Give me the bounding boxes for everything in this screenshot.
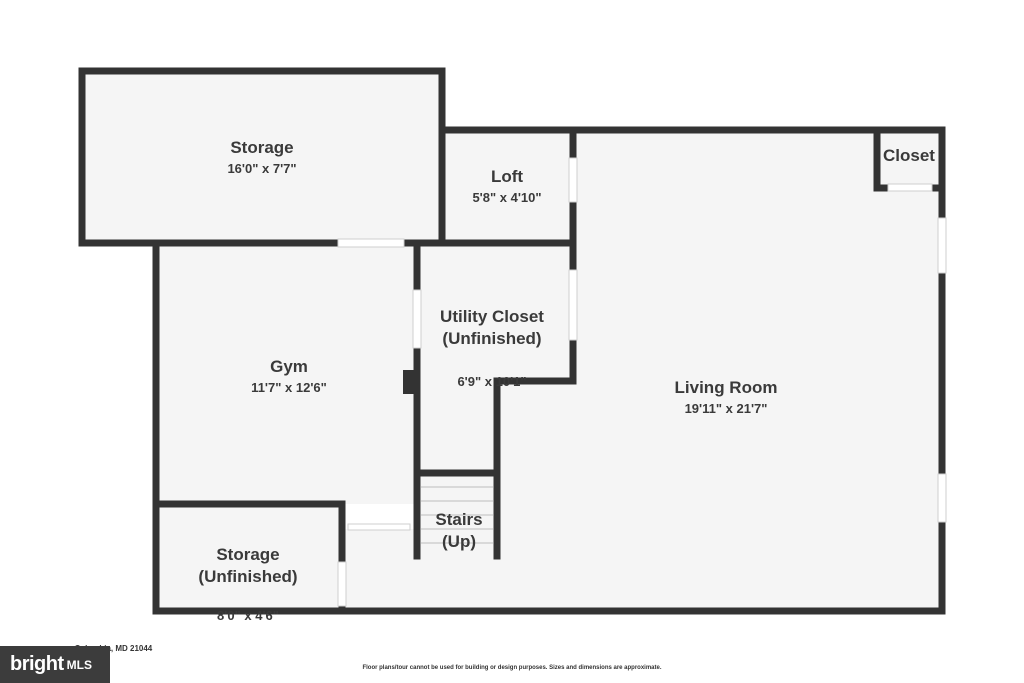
- room-name: Loft: [490, 167, 524, 186]
- storage-top-floor: [83, 72, 441, 242]
- room-storage-bottom: Storage (Unfinished) 8'0" x 4'6": [198, 526, 297, 643]
- wall-fixture: [403, 370, 415, 394]
- utility-living-opening: [568, 269, 578, 341]
- storage-top-wall: [78, 67, 446, 247]
- openings: [337, 157, 947, 607]
- logo-wordmark: bright: [10, 653, 64, 675]
- gym-hall-opening: [347, 523, 411, 531]
- room-dimensions: 16'0" x 7'7": [227, 161, 297, 176]
- room-closet: Closet: [883, 145, 935, 167]
- room-utility-closet: Utility Closet (Unfinished) 6'9" x 10'1": [440, 284, 544, 413]
- room-dimensions: 8'0" x 4'6": [217, 608, 279, 623]
- room-dimensions: 19'11" x 21'7": [684, 401, 768, 416]
- storage-bottom-floor: [156, 504, 342, 610]
- living-room-floor: [340, 130, 941, 610]
- closet-opening: [887, 183, 933, 192]
- room-loft: Loft 5'8" x 4'10": [472, 166, 541, 207]
- room-name: Closet: [883, 146, 935, 165]
- stair-treads: [421, 486, 493, 544]
- room-storage-top: Storage 16'0" x 7'7": [227, 137, 296, 178]
- room-name: Stairs (Up): [435, 510, 483, 551]
- room-name: Storage (Unfinished): [198, 545, 298, 586]
- room-name: Gym: [270, 357, 308, 376]
- bright-mls-logo: bright MLS: [0, 646, 110, 683]
- loft-living-opening: [568, 157, 578, 203]
- east-window-lower: [937, 473, 947, 523]
- disclaimer-text: Floor plans/tour cannot be used for buil…: [362, 665, 662, 671]
- gym-utility-opening: [412, 289, 422, 349]
- room-name: Storage: [230, 138, 294, 157]
- loft-floor: [441, 130, 573, 242]
- room-name: Utility Closet (Unfinished): [440, 307, 544, 348]
- floor-areas: [83, 72, 941, 610]
- room-stairs: Stairs (Up): [435, 491, 482, 571]
- east-window-upper: [937, 217, 947, 274]
- gym-storage-opening: [337, 238, 405, 248]
- gym-floor: [156, 244, 416, 504]
- room-living-room: Living Room 19'11" x 21'7": [675, 377, 778, 418]
- room-gym: Gym 11'7" x 12'6": [251, 356, 327, 397]
- room-name: Living Room: [674, 378, 778, 397]
- room-dimensions: 11'7" x 12'6": [251, 380, 327, 395]
- room-dimensions: 5'8" x 4'10": [472, 190, 542, 205]
- room-dimensions: 6'9" x 10'1": [457, 374, 527, 389]
- storage-bottom-opening: [337, 561, 347, 607]
- logo-mls: MLS: [66, 657, 92, 672]
